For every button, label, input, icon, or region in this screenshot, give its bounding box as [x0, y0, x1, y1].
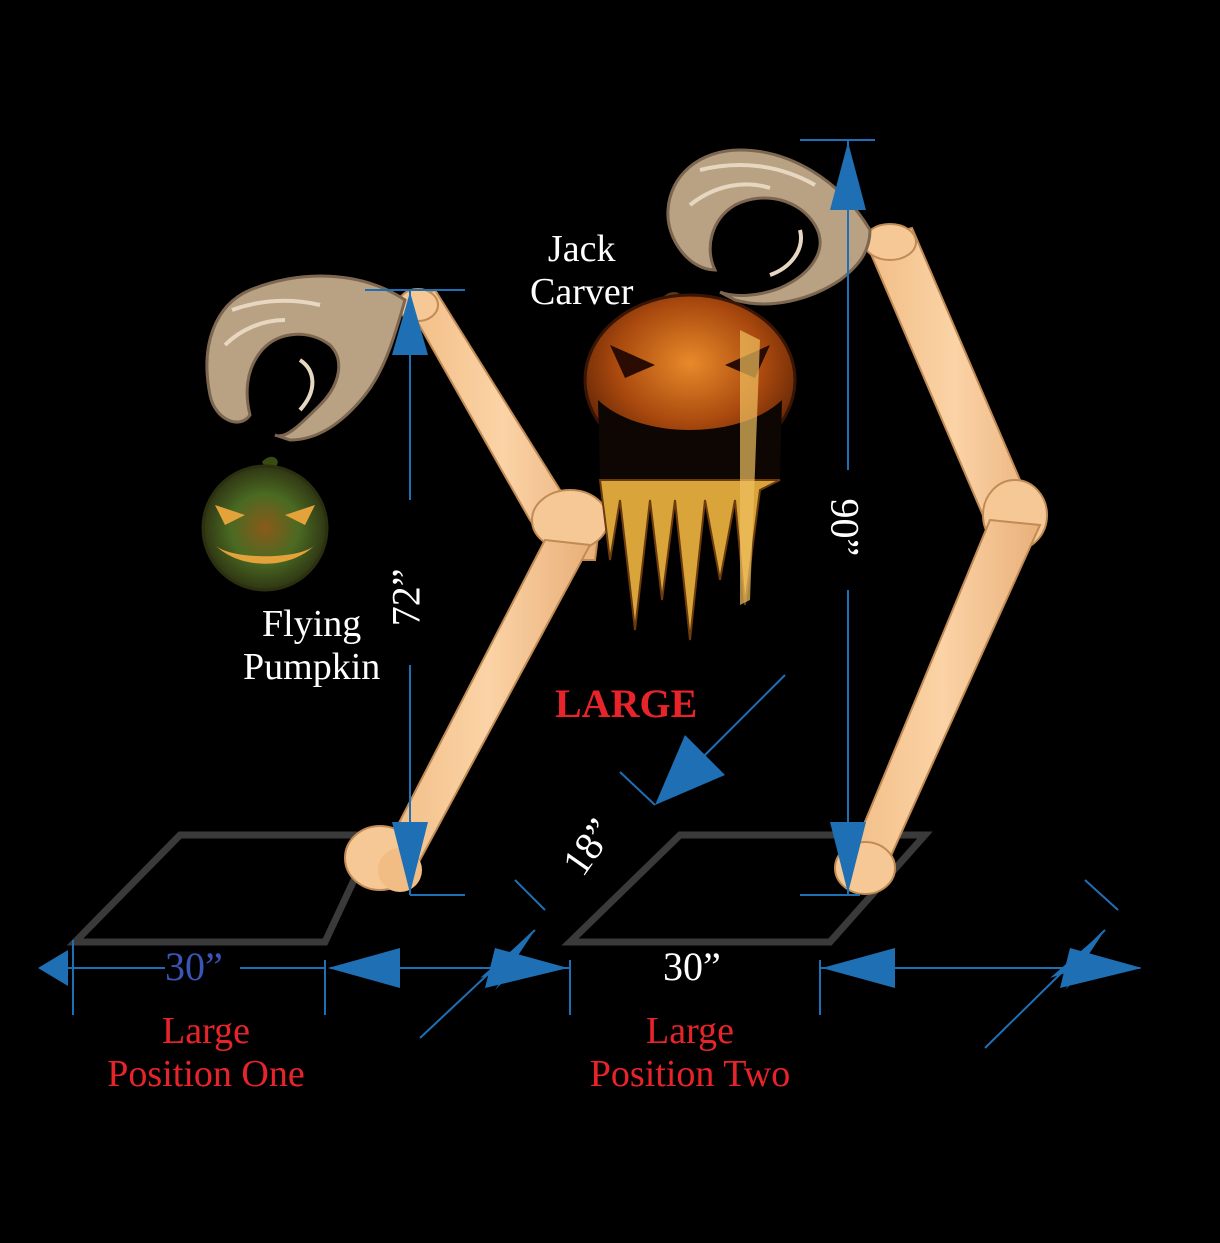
position-two-label: Large Position Two [570, 1010, 810, 1095]
dimension-arrow-icon [38, 142, 1142, 990]
flying-pumpkin-label: Flying Pumpkin [243, 603, 380, 688]
position-two-line1: Large [646, 1010, 734, 1052]
position-one-line2: Position One [107, 1052, 305, 1095]
position-one-label: Large Position One [88, 1010, 324, 1095]
right-height-label: 90” [822, 498, 868, 557]
jack-o-lantern-icon [583, 291, 797, 641]
skeleton-hand-right-icon [666, 148, 872, 306]
left-width-label: 30” [165, 944, 223, 989]
jack-carver-line1: Jack [547, 228, 616, 270]
skeleton-hand-left-icon [205, 274, 407, 442]
jack-carver-label: Jack Carver [530, 228, 633, 313]
position-two-line2: Position Two [589, 1052, 791, 1095]
floor-plate-one [66, 831, 381, 946]
right-width-label: 30” [663, 944, 721, 989]
flying-pumpkin-line2: Pumpkin [243, 645, 381, 688]
jack-carver-line2: Carver [530, 270, 634, 313]
diagram-title: LARGE [555, 681, 698, 726]
flying-pumpkin-line1: Flying [262, 603, 362, 645]
skeleton-arm-right-icon [834, 223, 1048, 895]
left-height-label: 72” [383, 568, 429, 627]
position-one-line1: Large [162, 1010, 250, 1052]
flying-pumpkin-icon [201, 456, 329, 592]
